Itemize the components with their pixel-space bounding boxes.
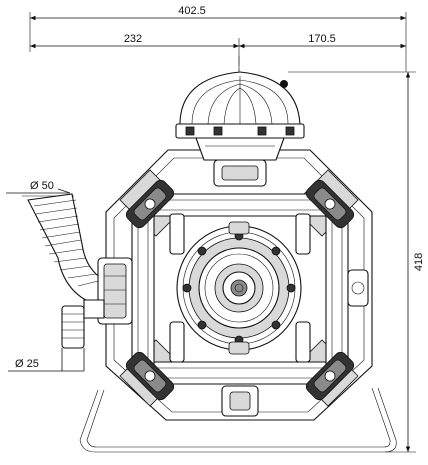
right-width-label: 170.5 [308, 33, 336, 45]
clamp-bottom-left [125, 351, 175, 401]
crankcase-bolts [182, 231, 296, 345]
clamp-bottom-right [305, 351, 355, 401]
bottom-drain [221, 385, 259, 417]
height-label: 418 [413, 253, 425, 271]
crankcase [176, 221, 302, 355]
air-chamber [175, 71, 305, 187]
inlet-diameter-label: Ø 50 [30, 180, 54, 192]
clamp-top-right [305, 179, 355, 229]
outlet-fitting [61, 299, 105, 349]
dimension-right-width: 170.5 [239, 33, 406, 49]
left-width-label: 232 [124, 33, 142, 45]
air-valve-icon [280, 80, 288, 88]
dimension-left-width: 232 [30, 33, 240, 108]
dimension-inlet-diameter: Ø 50 [6, 180, 74, 197]
dimension-height: 418 [288, 71, 425, 453]
outlet-diameter-label: Ø 25 [15, 358, 39, 370]
mounting-stand [79, 387, 397, 453]
clamp-top-left [125, 179, 175, 229]
inlet-elbow [27, 193, 133, 325]
dimension-overall-width: 402.5 [29, 5, 407, 72]
dimension-outlet-diameter: Ø 25 [8, 348, 85, 372]
overall-width-label: 402.5 [178, 5, 206, 17]
